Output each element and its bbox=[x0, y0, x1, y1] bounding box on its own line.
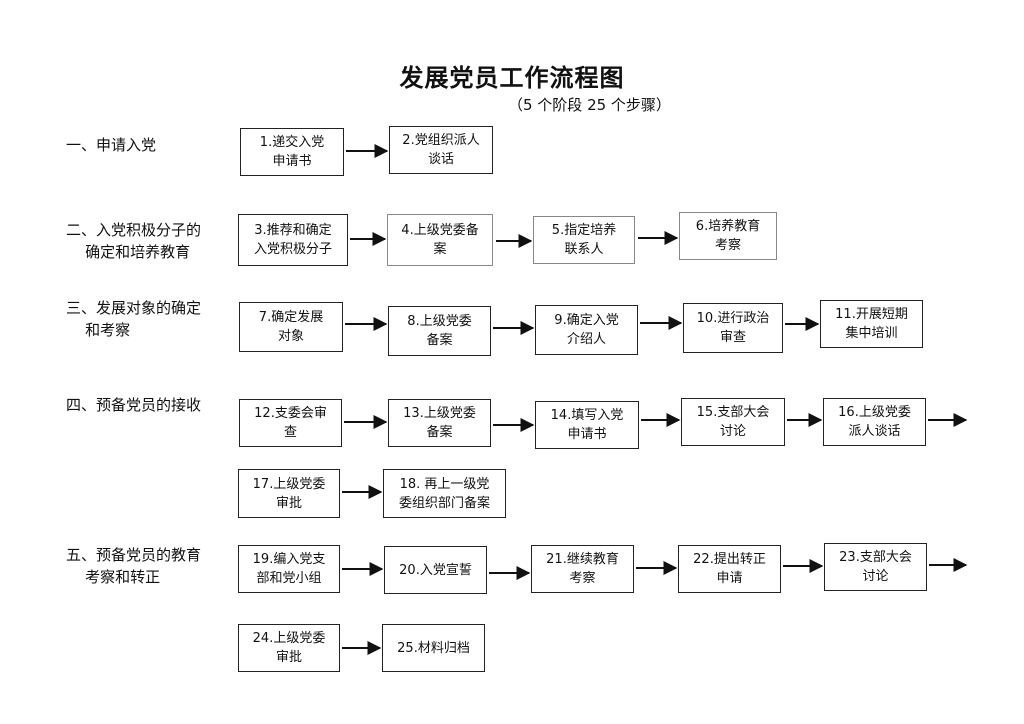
step-6-box: 6.培养教育 考察 bbox=[679, 212, 777, 260]
step-25-label: 25.材料归档 bbox=[397, 640, 470, 656]
step-18-box: 18. 再上一级党 委组织部门备案 bbox=[383, 469, 506, 518]
step-5-label: 5.指定培养 联系人 bbox=[551, 223, 617, 257]
step-4-box: 4.上级党委备 案 bbox=[387, 214, 493, 266]
step-12-label: 12.支委会审 查 bbox=[254, 406, 327, 440]
step-5-box: 5.指定培养 联系人 bbox=[533, 216, 635, 264]
step-9-label: 9.确定入党 介绍人 bbox=[554, 313, 619, 347]
step-17-box: 17.上级党委 审批 bbox=[238, 469, 340, 518]
step-12-box: 12.支委会审 查 bbox=[239, 399, 342, 447]
step-2-box: 2.党组织派人 谈话 bbox=[389, 126, 493, 174]
step-19-box: 19.编入党支 部和党小组 bbox=[238, 545, 340, 593]
step-7-label: 7.确定发展 对象 bbox=[258, 310, 324, 344]
step-10-box: 10.进行政治 审查 bbox=[683, 303, 783, 353]
diagram-subtitle: （5 个阶段 25 个步骤） bbox=[508, 96, 671, 114]
step-24-label: 24.上级党委 审批 bbox=[252, 631, 326, 665]
step-3-box: 3.推荐和确定 入党积极分子 bbox=[238, 214, 348, 266]
stage-5-label: 五、预备党员的教育 考察和转正 bbox=[66, 546, 202, 586]
step-14-label: 14.填写入党 申请书 bbox=[550, 408, 624, 442]
step-16-label: 16.上级党委 派人谈话 bbox=[838, 405, 911, 439]
step-8-label: 8.上级党委 备案 bbox=[407, 314, 472, 348]
step-23-label: 23.支部大会 讨论 bbox=[839, 550, 912, 584]
step-20-label: 20.入党宣誓 bbox=[399, 562, 472, 578]
step-22-box: 22.提出转正 申请 bbox=[678, 545, 781, 593]
step-8-box: 8.上级党委 备案 bbox=[388, 306, 491, 356]
step-19-label: 19.编入党支 部和党小组 bbox=[252, 552, 326, 586]
step-11-label: 11.开展短期 集中培训 bbox=[835, 307, 908, 341]
step-25-box: 25.材料归档 bbox=[382, 624, 485, 672]
step-23-box: 23.支部大会 讨论 bbox=[824, 543, 927, 591]
stage-4-label: 四、预备党员的接收 bbox=[66, 396, 202, 414]
stage-2-label: 二、入党积极分子的 确定和培养教育 bbox=[66, 221, 202, 261]
step-6-label: 6.培养教育 考察 bbox=[695, 219, 761, 253]
step-16-box: 16.上级党委 派人谈话 bbox=[823, 398, 926, 446]
step-13-box: 13.上级党委 备案 bbox=[388, 399, 491, 447]
step-24-box: 24.上级党委 审批 bbox=[238, 624, 340, 672]
step-13-label: 13.上级党委 备案 bbox=[403, 406, 476, 440]
diagram-title: 发展党员工作流程图 bbox=[399, 64, 625, 92]
step-21-box: 21.继续教育 考察 bbox=[531, 545, 634, 593]
step-15-box: 15.支部大会 讨论 bbox=[681, 398, 785, 446]
step-14-box: 14.填写入党 申请书 bbox=[535, 401, 639, 449]
step-20-box: 20.入党宣誓 bbox=[384, 546, 487, 594]
step-10-label: 10.进行政治 审查 bbox=[696, 311, 770, 345]
step-1-label: 1.递交入党 申请书 bbox=[259, 135, 325, 169]
step-15-label: 15.支部大会 讨论 bbox=[696, 405, 770, 439]
step-7-box: 7.确定发展 对象 bbox=[239, 302, 343, 352]
stage-3-label: 三、发展对象的确定 和考察 bbox=[66, 299, 202, 339]
step-21-label: 21.继续教育 考察 bbox=[546, 552, 619, 586]
step-18-label: 18. 再上一级党 委组织部门备案 bbox=[398, 476, 490, 511]
step-9-box: 9.确定入党 介绍人 bbox=[535, 305, 638, 355]
stage-1-label: 一、申请入党 bbox=[66, 136, 157, 154]
step-4-label: 4.上级党委备 案 bbox=[401, 223, 479, 257]
step-11-box: 11.开展短期 集中培训 bbox=[820, 300, 923, 348]
step-17-label: 17.上级党委 审批 bbox=[252, 476, 326, 511]
step-22-label: 22.提出转正 申请 bbox=[693, 552, 766, 586]
step-1-box: 1.递交入党 申请书 bbox=[240, 128, 344, 176]
step-3-label: 3.推荐和确定 入党积极分子 bbox=[253, 223, 332, 257]
step-2-label: 2.党组织派人 谈话 bbox=[402, 133, 480, 167]
